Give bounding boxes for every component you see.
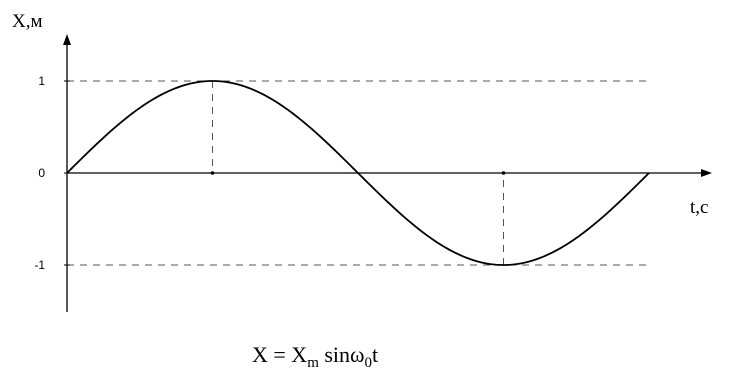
formula-annotation: X = Xm sinω0t [252, 342, 378, 370]
x-axis-label: t,с [690, 197, 708, 218]
series-sine-line [66, 80, 650, 266]
axis-marker-1 [501, 171, 506, 175]
reference-lines [67, 80, 652, 266]
axis-marker-0 [210, 171, 215, 175]
formula-subscript-m: m [307, 355, 319, 370]
y-ticks: 1 0 -1 [34, 74, 70, 272]
formula-subscript-0: 0 [365, 355, 373, 370]
y-tick-label-2: -1 [34, 258, 45, 272]
y-axis-label: X,м [12, 11, 43, 32]
y-axis-arrow [63, 34, 71, 45]
axis-markers [210, 171, 506, 175]
axes [63, 34, 712, 312]
y-tick-label-1: 0 [38, 166, 45, 180]
y-tick-label-0: 1 [38, 74, 45, 88]
formula-base: X = X [252, 342, 307, 367]
x-axis-arrow [701, 169, 712, 177]
formula-mid: sinω [319, 342, 365, 367]
formula-tail: t [372, 342, 378, 367]
